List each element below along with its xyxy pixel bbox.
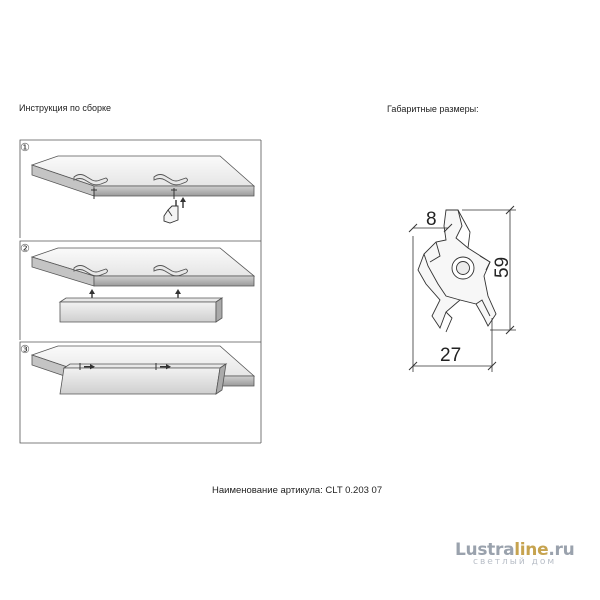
lamp-body (58, 297, 224, 323)
dimension-width-top: 8 (426, 209, 437, 230)
assembly-instructions-title: Инструкция по сборке (19, 103, 112, 113)
dimensions-title: Габаритные размеры: (387, 104, 479, 114)
logo-text-accent: line (514, 540, 549, 560)
lamp-body (59, 363, 228, 395)
article-name: Наименование артикула: CLT 0.203 07 (212, 485, 383, 496)
step-1-shelf (30, 155, 256, 197)
step-1-number: ① (20, 141, 30, 154)
step-3-frame (19, 341, 261, 444)
logo-text-domain: .ru (548, 540, 575, 560)
dimension-height: 59 (492, 257, 513, 278)
dimension-width-bottom: 27 (440, 345, 461, 366)
screw-icon (91, 188, 177, 199)
brand-logo: Lustraline.ru светлый дом (455, 540, 575, 567)
up-arrow-icon (89, 289, 181, 298)
dimension-lines (412, 209, 516, 372)
logo-tagline: светлый дом (473, 557, 557, 567)
clip-dimension-drawing (417, 209, 497, 333)
step-2-shelf (30, 247, 256, 287)
screw-icon (79, 363, 157, 370)
clip-icon (73, 265, 188, 277)
step-3-number: ③ (20, 343, 30, 356)
right-arrow-icon (84, 364, 171, 370)
logo-text-main: Lustra (455, 540, 515, 560)
step-2-frame (19, 240, 261, 340)
up-arrow-icon (180, 197, 186, 208)
screwdriver-hand-icon (163, 200, 179, 224)
step-2-number: ② (20, 242, 30, 255)
clip-icon (73, 174, 188, 186)
dimension-ticks (408, 205, 515, 371)
step-1-frame (19, 139, 262, 443)
